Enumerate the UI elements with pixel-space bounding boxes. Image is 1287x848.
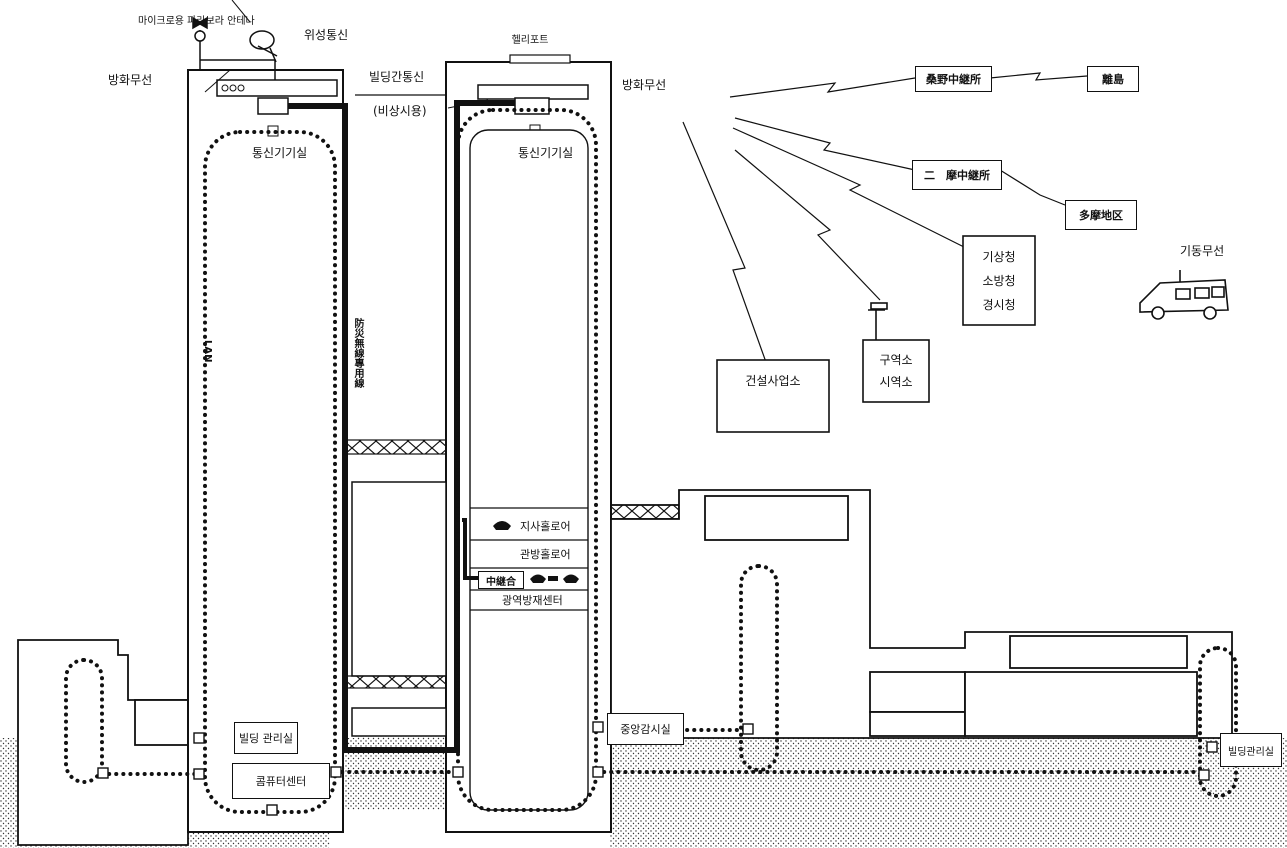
telephone-icons <box>493 521 579 583</box>
relay-box: 中継合 <box>478 571 524 589</box>
regional-center-label: 광역방재센터 <box>502 594 563 607</box>
mobile-radio-label: 기동무선 <box>1180 244 1225 258</box>
tower-1 <box>187 69 344 833</box>
tama-district: 多摩地区 <box>1065 200 1137 230</box>
lan-nodes <box>97 721 1218 816</box>
building-link-sub-label: (비상시용) <box>373 104 427 118</box>
disaster-radio-left-label: 방화무선 <box>108 73 153 87</box>
agency-weather: 기상청 <box>982 249 1016 264</box>
remote-buildings <box>716 235 1036 433</box>
disaster-radio-right-label: 방화무선 <box>622 78 667 92</box>
city-office-label: 시역소 <box>879 375 913 389</box>
right-annex <box>610 489 1233 739</box>
bldg-mgmt-left-box: 빌딩 관리실 <box>234 722 298 754</box>
heliport-label: 헬리포트 <box>511 35 549 46</box>
ward-office-box: 구역소 시역소 <box>863 340 929 402</box>
relay-station-1: 桑野中継所 <box>915 66 992 92</box>
agency-fire: 소방청 <box>982 273 1016 288</box>
island-station: 離島 <box>1087 66 1139 92</box>
construction-office-box: 건설사업소 <box>745 373 801 388</box>
ward-office-label: 구역소 <box>879 353 913 367</box>
bldg-mgmt-right-box: 빌딩관리실 <box>1220 733 1282 767</box>
agencies-box: 기상청 소방청 경시청 <box>963 236 1035 325</box>
agency-police: 경시청 <box>982 297 1016 312</box>
relay-station-2: 二 摩中継所 <box>912 160 1002 190</box>
tower-2 <box>445 54 612 833</box>
antenna-label: 마이크로용 파라보라 안테나 <box>138 16 255 27</box>
equip-room-left-label: 통신기기실 <box>252 146 308 160</box>
dedicated-line-label: 防災無線專用線 <box>352 318 363 388</box>
radio-links <box>355 72 1088 366</box>
dedicated-line <box>288 100 515 753</box>
lan-label: LAN <box>202 340 213 363</box>
mobile-van-icon <box>1139 270 1229 320</box>
computer-center-box: 콤퓨터센터 <box>232 763 330 799</box>
equip-room-right-label: 통신기기실 <box>518 146 574 160</box>
branch-floor-label: 지사홀로어 <box>520 520 571 533</box>
satellite-label: 위성통신 <box>304 28 349 42</box>
middle-block <box>342 439 447 737</box>
official-floor-label: 관방홀로어 <box>520 548 571 561</box>
building-link-label: 빌딩간통신 <box>369 70 425 84</box>
parabola-antenna <box>192 0 278 80</box>
central-monitor-box: 중앙감시실 <box>607 713 684 745</box>
